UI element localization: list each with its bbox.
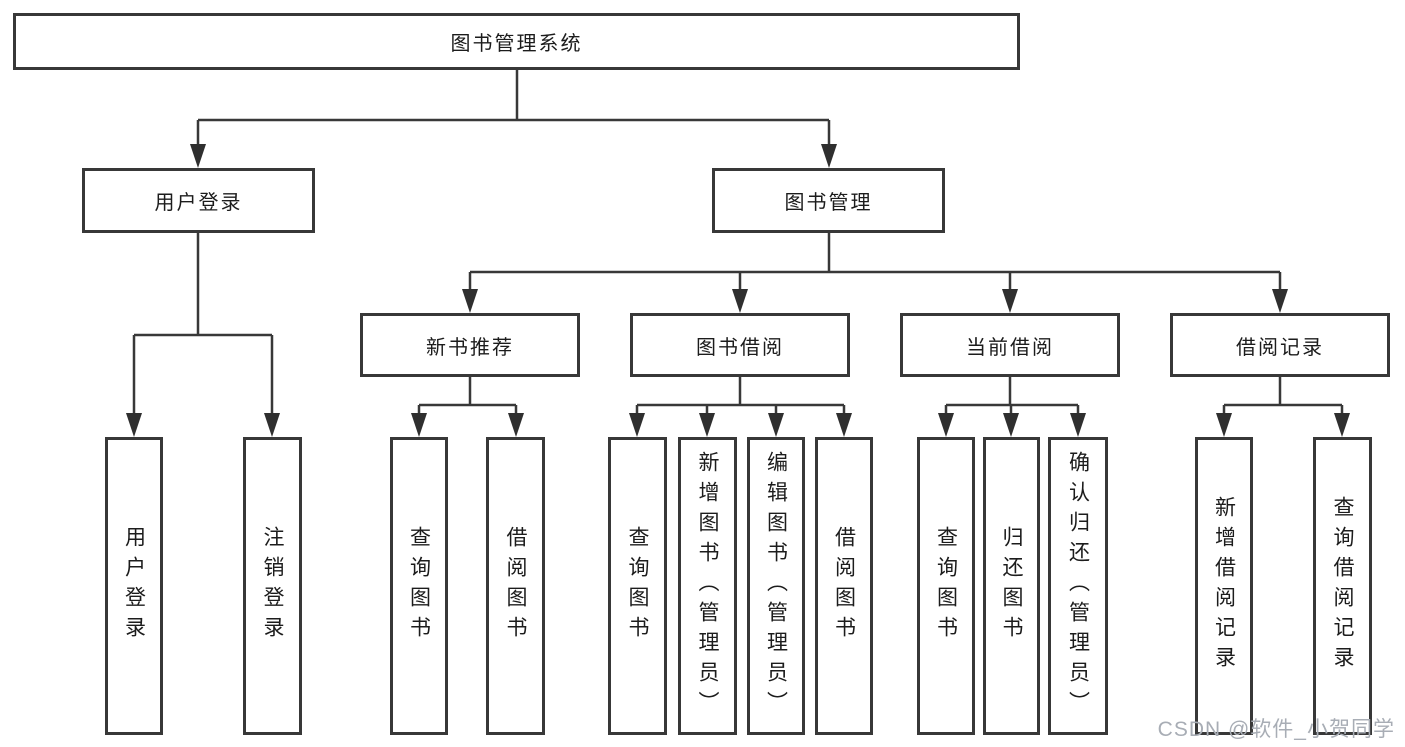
node-label: 新增图书（管理员） xyxy=(696,451,719,721)
leaf-query-books-borrowing: 查询图书 xyxy=(608,437,667,735)
leaf-query-books-current: 查询图书 xyxy=(917,437,975,735)
node-label: 注销登录 xyxy=(261,526,284,646)
leaf-logout: 注销登录 xyxy=(243,437,302,735)
node-label: 用户登录 xyxy=(122,526,146,646)
node-root-library-management-system: 图书管理系统 xyxy=(13,13,1020,70)
leaf-query-borrowing-record: 查询借阅记录 xyxy=(1313,437,1372,735)
node-label: 查询图书 xyxy=(934,526,958,646)
node-label: 查询图书 xyxy=(407,526,431,646)
node-label: 查询图书 xyxy=(626,526,649,646)
node-label: 用户登录 xyxy=(154,192,243,214)
csdn-watermark: CSDN @软件_小贺同学 xyxy=(1157,718,1395,741)
leaf-query-books-recommendation: 查询图书 xyxy=(390,437,448,735)
node-label: 借阅图书 xyxy=(832,526,856,646)
node-new-book-recommendation: 新书推荐 xyxy=(360,313,580,377)
node-label: 借阅记录 xyxy=(1236,336,1324,359)
leaf-edit-book-admin: 编辑图书（管理员） xyxy=(747,437,805,735)
node-label: 图书管理 xyxy=(784,192,873,214)
node-label: 确认归还（管理员） xyxy=(1066,451,1090,721)
node-label: 归还图书 xyxy=(1000,526,1023,646)
node-label: 新书推荐 xyxy=(426,336,514,359)
node-current-borrowing: 当前借阅 xyxy=(900,313,1120,377)
leaf-add-book-admin: 新增图书（管理员） xyxy=(678,437,737,735)
node-label: 查询借阅记录 xyxy=(1331,496,1354,676)
node-label: 新增借阅记录 xyxy=(1212,496,1236,676)
node-book-management-module: 图书管理 xyxy=(712,168,945,233)
leaf-user-login: 用户登录 xyxy=(105,437,163,735)
node-label: 编辑图书（管理员） xyxy=(764,451,788,721)
node-book-borrowing: 图书借阅 xyxy=(630,313,850,377)
node-label: 图书管理系统 xyxy=(450,33,583,55)
leaf-borrow-books-borrowing: 借阅图书 xyxy=(815,437,873,735)
leaf-return-book: 归还图书 xyxy=(983,437,1040,735)
node-label: 图书借阅 xyxy=(696,336,784,359)
node-label: 借阅图书 xyxy=(504,526,527,646)
node-borrowing-records: 借阅记录 xyxy=(1170,313,1390,377)
leaf-confirm-return-admin: 确认归还（管理员） xyxy=(1048,437,1108,735)
node-label: 当前借阅 xyxy=(966,336,1054,359)
leaf-add-borrowing-record: 新增借阅记录 xyxy=(1195,437,1253,735)
leaf-borrow-books-recommendation: 借阅图书 xyxy=(486,437,545,735)
node-user-login-module: 用户登录 xyxy=(82,168,315,233)
